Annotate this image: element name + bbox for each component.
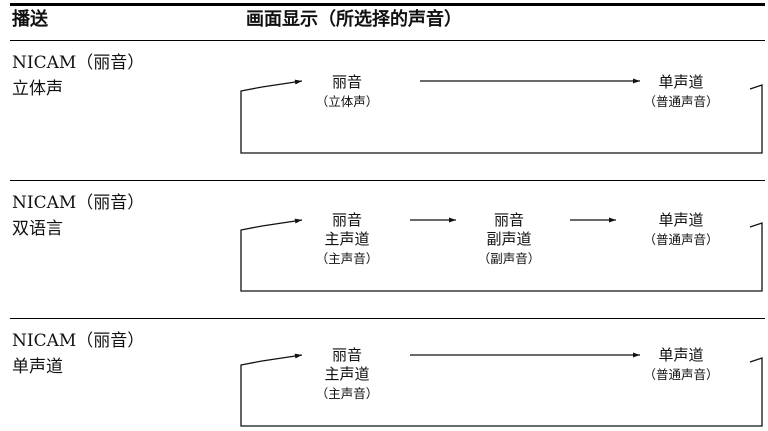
- state-nicam-stereo: 丽音 （立体声）: [315, 73, 379, 109]
- state-mono: 单声道 （普通声音）: [643, 211, 719, 247]
- broadcast-mode: 单声道: [12, 357, 63, 377]
- state-nicam-main: 丽音 主声道 （主声音）: [315, 211, 379, 266]
- cycle-arrow: [261, 353, 303, 362]
- row-stereo-broadcast: NICAM（丽音） 立体声: [12, 50, 144, 102]
- cycle-arrow: [261, 79, 303, 88]
- cycle-loop-line: [240, 357, 763, 427]
- row-divider-1: [10, 180, 765, 181]
- state-mono: 单声道 （普通声音）: [643, 73, 719, 109]
- broadcast-mode: 立体声: [12, 79, 63, 99]
- broadcast-type: NICAM（丽音）: [12, 193, 145, 213]
- row-divider-2: [10, 318, 765, 319]
- header-broadcast: 播送: [12, 9, 48, 30]
- table-top-rule: [10, 3, 765, 6]
- header-divider: [10, 40, 765, 41]
- state-nicam-sub: 丽音 副声道 （副声音）: [477, 211, 541, 266]
- header-screen-display: 画面显示（所选择的声音）: [246, 9, 462, 30]
- cycle-loop-line: [240, 222, 763, 292]
- state-mono: 单声道 （普通声音）: [643, 346, 719, 382]
- broadcast-type: NICAM（丽音）: [12, 331, 145, 351]
- broadcast-mode: 双语言: [12, 219, 63, 239]
- row-bilingual-broadcast: NICAM（丽音） 双语言: [12, 190, 144, 242]
- row-mono-broadcast: NICAM（丽音） 单声道: [12, 328, 144, 380]
- cycle-loop-line: [240, 84, 763, 154]
- state-nicam-main: 丽音 主声道 （主声音）: [315, 346, 379, 401]
- cycle-arrow: [261, 218, 303, 227]
- broadcast-type: NICAM（丽音）: [12, 53, 145, 73]
